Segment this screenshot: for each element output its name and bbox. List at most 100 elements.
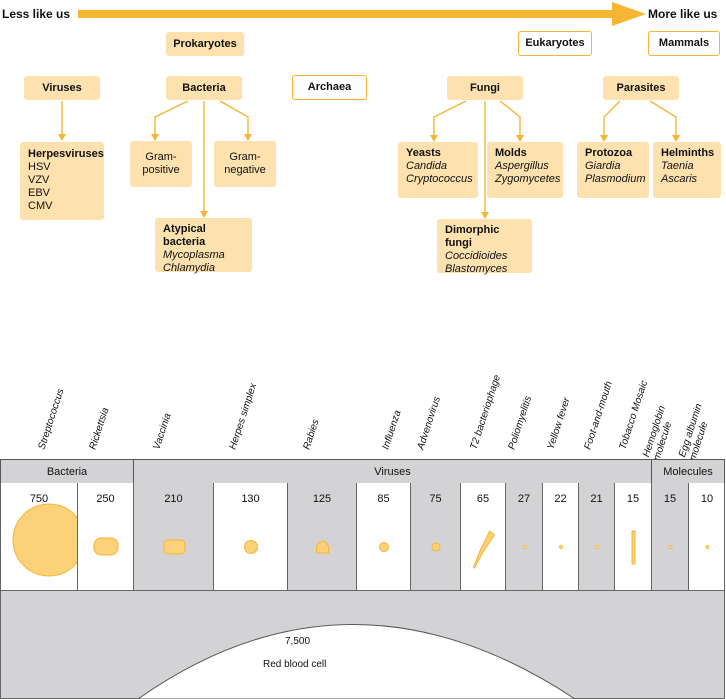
organism-size: 125: [312, 493, 332, 505]
organism-name: Foot-and-mouth: [582, 379, 615, 451]
organism-shape: [705, 544, 710, 550]
organism-shape: [12, 503, 78, 577]
organism-name: Streptococcus: [36, 387, 67, 451]
organism-dot-l: [244, 540, 258, 554]
size-cell: 22: [542, 483, 578, 591]
atypical-item: Mycoplasma: [163, 249, 225, 261]
organism-shape: [594, 544, 600, 550]
tree-connectors: [58, 2, 680, 219]
organism-shape: [431, 542, 441, 552]
size-cell: 130: [213, 483, 287, 591]
size-cell: 210: [133, 483, 213, 591]
size-cell: 15: [614, 483, 651, 591]
group-mammals: Mammals: [648, 31, 720, 56]
organism-brick: [163, 539, 186, 555]
organism-size: 22: [554, 493, 567, 505]
herpesviruses-item: EBV: [28, 187, 51, 199]
size-cell: 65: [460, 483, 505, 591]
organism-bullet: [316, 540, 329, 554]
group-eukaryotes: Eukaryotes: [518, 31, 592, 56]
organism-size: 15: [626, 493, 640, 505]
organism-size: 10: [700, 493, 714, 505]
dimorphic-item: Blastomyces: [445, 263, 508, 275]
molds-item: Zygomycetes: [495, 173, 561, 185]
helminths-title: Helminths: [661, 147, 715, 159]
size-cell: 27: [505, 483, 542, 591]
cells-right-border: [724, 483, 725, 591]
rbc-label: Red blood cell: [263, 659, 327, 670]
category-molecules: Molecules: [651, 459, 725, 484]
organism-name: Vaccinia: [151, 411, 174, 451]
organism-shape: [93, 537, 119, 556]
organism-speck: [522, 544, 527, 550]
node-gram-positive: Gram- positive: [130, 141, 192, 187]
protozoa-title: Protozoa: [585, 147, 633, 159]
category-viruses: Viruses: [133, 459, 652, 484]
size-cell: 125: [287, 483, 356, 591]
scale-right-label: More like us: [648, 7, 718, 21]
organism-speck: [594, 544, 600, 550]
organism-size: 21: [590, 493, 603, 505]
size-cell: 21: [578, 483, 614, 591]
size-cell: 750: [0, 483, 78, 591]
organism-size: 75: [429, 493, 442, 505]
organism-dot-s: [431, 542, 441, 552]
organism-shape: [631, 530, 636, 565]
scale-left-label: Less like us: [2, 7, 71, 21]
organism-size: 210: [164, 493, 183, 505]
organism-shape: [316, 540, 329, 554]
size-cell: 85: [356, 483, 410, 591]
size-cell: 15: [651, 483, 688, 591]
protozoa-item: Giardia: [585, 160, 621, 172]
herpesviruses-item: CMV: [28, 200, 53, 212]
node-molds: Molds Aspergillus Zygomycetes: [487, 142, 563, 198]
organism-name: Herpes simplex: [227, 382, 260, 451]
atypical-item: Chlamydia: [163, 262, 215, 274]
organism-name: T2 bacteriophage: [468, 373, 504, 451]
organism-rod: [93, 537, 119, 556]
node-fungi: Fungi: [447, 76, 523, 100]
dimorphic-item: Coccidioides: [445, 250, 508, 262]
yeasts-item: Cryptococcus: [406, 173, 473, 185]
organism-name: Poliomyelitis: [506, 394, 535, 451]
organism-size: 750: [29, 493, 49, 505]
scale-arrow: [78, 2, 646, 26]
node-viruses: Viruses: [24, 76, 100, 100]
organism-name: Advenovirus: [415, 395, 444, 451]
organism-speck: [705, 544, 710, 550]
molds-item: Aspergillus: [495, 160, 549, 172]
organism-size: 130: [241, 493, 260, 505]
organism-shape: [668, 544, 673, 550]
organism-size: 250: [96, 493, 115, 505]
herpesviruses-item: HSV: [28, 161, 51, 173]
organism-size: 65: [476, 493, 490, 505]
node-bacteria: Bacteria: [166, 76, 242, 100]
organism-dot-m: [379, 542, 389, 552]
atypical-title: Atypical bacteria: [163, 223, 206, 248]
organism-shape: [379, 542, 389, 552]
organism-name: Yellow fever: [545, 396, 573, 451]
node-archaea: Archaea: [292, 75, 367, 100]
organism-circle: [12, 503, 78, 577]
red-blood-cell-panel: [0, 590, 725, 699]
yeasts-item: Candida: [406, 160, 447, 172]
node-herpesviruses: Herpesviruses HSV VZV EBV CMV: [20, 142, 104, 220]
size-cell: 10: [688, 483, 725, 591]
organism-shape: [472, 530, 496, 569]
herpesviruses-title: Herpesviruses: [28, 148, 104, 160]
rbc-size: 7,500: [285, 636, 311, 647]
organism-shape: [163, 539, 186, 555]
yeasts-title: Yeasts: [406, 147, 441, 159]
node-yeasts: Yeasts Candida Cryptococcus: [398, 142, 478, 198]
node-dimorphic-fungi: Dimorphic fungi Coccidioides Blastomyces: [437, 219, 532, 275]
helminths-item: Taenia: [661, 160, 694, 172]
organism-speck: [668, 544, 673, 550]
node-protozoa: Protozoa Giardia Plasmodium: [577, 142, 649, 198]
molds-title: Molds: [495, 147, 527, 159]
category-bacteria: Bacteria: [0, 459, 134, 484]
organism-name: Rabies: [301, 417, 322, 451]
tree-arrowheads: [58, 134, 680, 219]
organism-size: 85: [377, 493, 390, 505]
organism-name: Rickettsia: [87, 406, 112, 451]
size-cell: 75: [410, 483, 460, 591]
